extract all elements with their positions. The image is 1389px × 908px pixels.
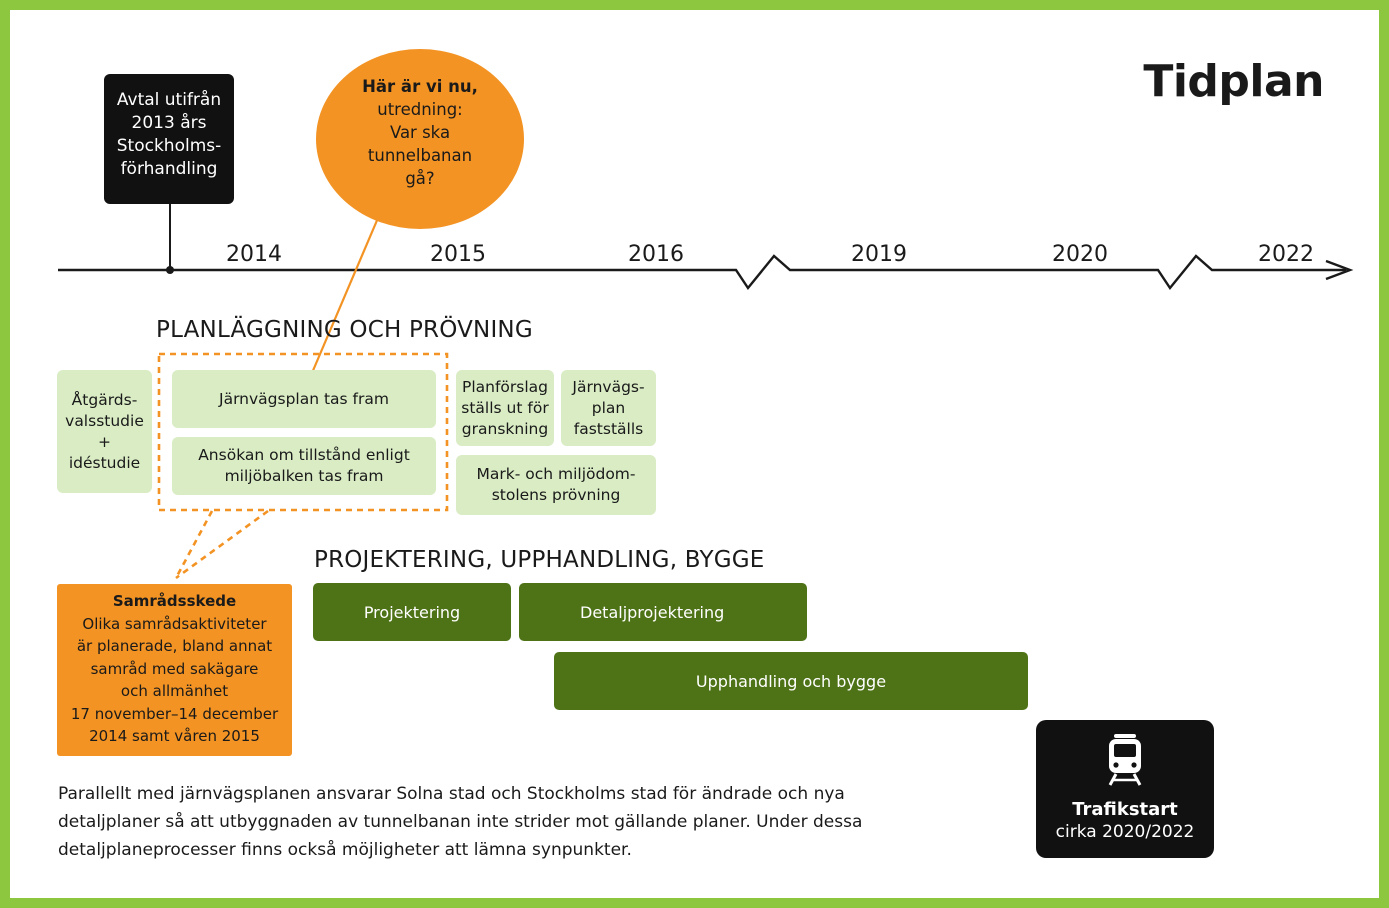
- bubble-line: Var ska: [389, 123, 451, 142]
- mark-miljo-line: Mark- och miljödom-: [476, 465, 636, 483]
- planforslag-line: Planförslag: [461, 377, 548, 396]
- planforslag-line: granskning: [461, 419, 549, 438]
- atgard-line: idéstudie: [68, 453, 141, 472]
- detaljprojektering-label: Detaljprojektering: [580, 602, 725, 622]
- avtal-marker: [166, 266, 174, 274]
- samrad-line: 17 november–14 december: [70, 704, 279, 723]
- detaljprojektering-bar: Detaljprojektering: [519, 583, 807, 641]
- atgard-line: Åtgärds-: [71, 390, 138, 409]
- bubble-line: gå?: [405, 169, 435, 188]
- samrad-line: och allmänhet: [120, 682, 229, 700]
- mark-miljo-line: stolens prövning: [491, 486, 621, 504]
- projektering-label: Projektering: [363, 602, 461, 622]
- paragraph-line: detaljplaneprocesser finns också möjligh…: [58, 840, 632, 860]
- bubble-line: tunnelbanan: [367, 146, 473, 165]
- trafikstart-heading: Trafikstart: [1072, 799, 1178, 820]
- ansokan-line: Ansökan om tillstånd enligt: [198, 446, 410, 464]
- atgard-line: valsstudie: [65, 411, 144, 430]
- timeline-arrowhead: [1325, 259, 1354, 281]
- year-label: 2014: [226, 242, 282, 267]
- year-label: 2020: [1052, 242, 1108, 267]
- year-label: 2015: [430, 242, 486, 267]
- ansokan-box: Ansökan om tillstånd enligt miljöbalken …: [172, 437, 436, 495]
- current-status-bubble: Här är vi nu, utredning: Var ska tunnelb…: [316, 49, 524, 229]
- faststalls-line: Järnvägs-: [572, 377, 645, 396]
- bubble-bold-line: Här är vi nu,: [362, 77, 478, 96]
- timeline-axis: [58, 254, 1346, 291]
- trafikstart-box: Trafikstart cirka 2020/2022: [1036, 720, 1214, 858]
- year-label: 2016: [628, 242, 684, 267]
- faststalls-line: fastställs: [573, 419, 644, 438]
- trafikstart-sub: cirka 2020/2022: [1055, 822, 1195, 842]
- planforslag-box: Planförslag ställs ut för granskning: [456, 370, 554, 446]
- samrad-callout-right: [175, 509, 269, 580]
- atgardsvalsstudie-box: Åtgärds- valsstudie + idéstudie: [57, 370, 152, 493]
- year-label: 2019: [851, 242, 907, 267]
- jarnvagsplan-label: Järnvägsplan tas fram: [219, 389, 389, 408]
- planlaggning-heading: PLANLÄGGNING OCH PRÖVNING: [156, 317, 533, 343]
- samrad-line: är planerade, bland annat: [76, 637, 273, 655]
- upphandling-label: Upphandling och bygge: [695, 671, 887, 691]
- faststalls-box: Järnvägs- plan fastställs: [561, 370, 656, 446]
- samrad-line: 2014 samt våren 2015: [89, 727, 260, 745]
- avtal-line: 2013 års: [131, 113, 207, 133]
- samrad-line: samråd med sakägare: [90, 659, 259, 678]
- page-title: Tidplan: [1143, 56, 1324, 107]
- avtal-line: förhandling: [120, 159, 218, 179]
- faststalls-line: plan: [591, 398, 626, 417]
- jarnvagsplan-box: Järnvägsplan tas fram: [172, 370, 436, 428]
- samrad-line: Olika samrådsaktiviteter: [82, 614, 267, 633]
- bubble-line: utredning:: [377, 100, 463, 119]
- upphandling-bar: Upphandling och bygge: [554, 652, 1028, 710]
- year-label: 2022: [1258, 242, 1314, 267]
- atgard-line: +: [98, 432, 111, 451]
- bubble-pointer-line: [307, 217, 380, 381]
- paragraph-line: Parallellt med järnvägsplanen ansvarar S…: [58, 784, 845, 804]
- samrad-heading: Samrådsskede: [112, 592, 237, 610]
- train-icon: [1108, 734, 1142, 786]
- projektering-bar: Projektering: [313, 583, 511, 641]
- info-paragraph: Parallellt med järnvägsplanen ansvarar S…: [58, 780, 1018, 864]
- mark-miljodomstol-box: Mark- och miljödom- stolens prövning: [456, 455, 656, 515]
- avtal-box: Avtal utifrån 2013 års Stockholms- förha…: [104, 74, 234, 204]
- projektering-heading: PROJEKTERING, UPPHANDLING, BYGGE: [314, 547, 765, 573]
- current-phase-bracket: [157, 352, 449, 512]
- samrad-callout-left: [174, 510, 214, 579]
- paragraph-line: detaljplaner så att utbyggnaden av tunne…: [58, 812, 863, 832]
- avtal-line: Stockholms-: [116, 136, 222, 156]
- ansokan-line: miljöbalken tas fram: [224, 467, 384, 485]
- planforslag-line: ställs ut för: [461, 398, 549, 417]
- samradsskede-box: Samrådsskede Olika samrådsaktiviteter är…: [57, 584, 292, 756]
- avtal-line: Avtal utifrån: [116, 90, 222, 110]
